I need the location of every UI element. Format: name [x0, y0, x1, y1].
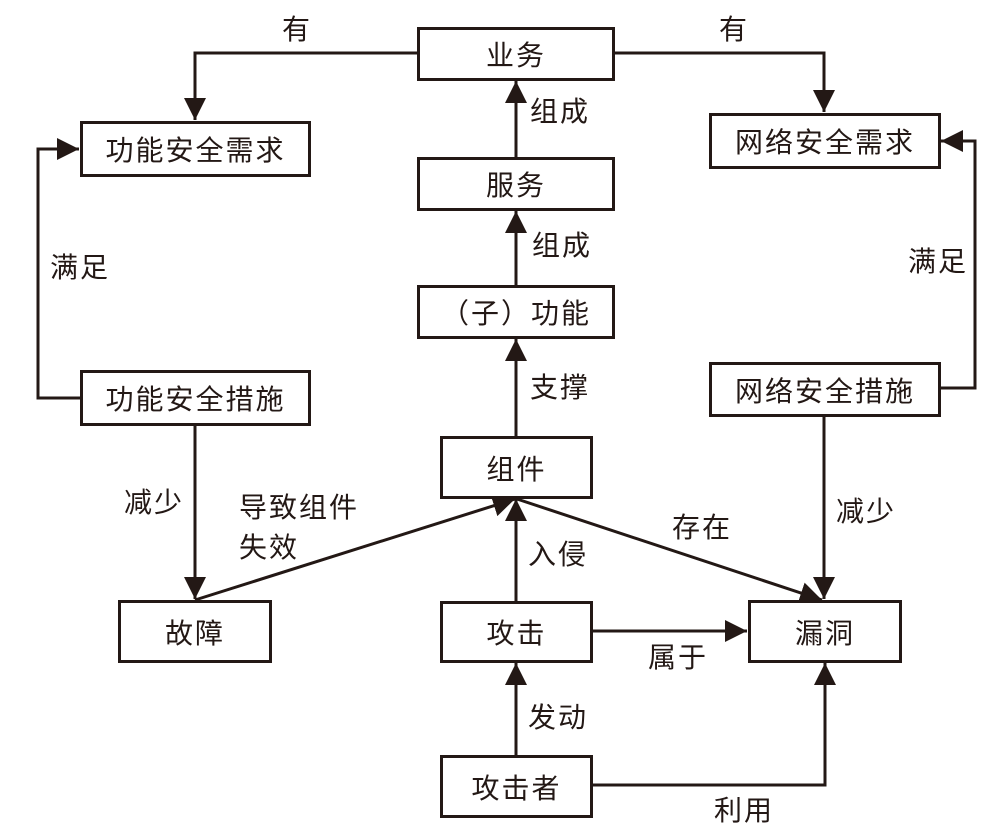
- edge-label-compose-1: 组成: [530, 95, 591, 128]
- edge-label-satisfy-left: 满足: [50, 251, 111, 284]
- node-component: 组件: [440, 436, 593, 499]
- node-service-label: 服务: [485, 169, 546, 202]
- node-fault: 故障: [118, 600, 272, 663]
- node-net-security-measure: 网络安全措施: [709, 362, 941, 417]
- edge-component-to-vuln: [516, 497, 823, 604]
- node-attacker-label: 攻击者: [471, 771, 562, 805]
- edge-label-has-right: 有: [719, 13, 750, 46]
- node-vulnerability-label: 漏洞: [794, 616, 855, 650]
- node-subfunction: （子）功能: [417, 285, 615, 339]
- edge-label-satisfy-right: 满足: [908, 245, 969, 278]
- node-func-safety-req: 功能安全需求: [80, 121, 311, 177]
- node-attack: 攻击: [440, 601, 593, 663]
- node-net-security-req: 网络安全需求: [709, 113, 941, 169]
- edge-label-exploit: 利用: [714, 794, 775, 827]
- node-business-label: 业务: [485, 39, 546, 72]
- edge-net-measure-to-net-req: [940, 130, 977, 390]
- edge-label-belong: 属于: [648, 641, 709, 674]
- node-net-security-req-label: 网络安全需求: [734, 126, 915, 159]
- node-func-safety-req-label: 功能安全需求: [105, 134, 286, 167]
- edge-label-exist: 存在: [672, 511, 733, 544]
- edge-attacker-to-vuln: [592, 663, 836, 787]
- edge-func-measure-to-func-req: [36, 138, 80, 400]
- edge-business-to-net-security-req: [614, 51, 835, 112]
- edge-label-compose-2: 组成: [532, 229, 593, 262]
- edge-label-cause-failure: 导致组件 失效: [239, 491, 360, 564]
- edge-fault-to-component: [194, 495, 516, 602]
- node-vulnerability: 漏洞: [748, 600, 902, 663]
- node-func-safety-measure: 功能安全措施: [80, 370, 311, 426]
- node-attack-label: 攻击: [486, 617, 547, 650]
- edge-label-launch: 发动: [528, 701, 589, 734]
- node-func-safety-measure-label: 功能安全措施: [105, 383, 286, 416]
- node-service: 服务: [417, 157, 615, 211]
- node-net-security-measure-label: 网络安全措施: [734, 374, 915, 408]
- edge-label-support: 支撑: [530, 371, 591, 404]
- edge-label-reduce-left: 减少: [124, 486, 185, 519]
- edge-label-has-left: 有: [282, 13, 313, 46]
- edge-business-to-func-safety-req: [184, 51, 417, 120]
- edge-label-reduce-right: 减少: [836, 495, 897, 528]
- node-attacker: 攻击者: [440, 755, 593, 818]
- edge-label-intrude: 入侵: [528, 538, 589, 571]
- node-business: 业务: [417, 27, 615, 81]
- node-subfunction-label: （子）功能: [440, 297, 591, 330]
- node-fault-label: 故障: [164, 616, 225, 650]
- node-component-label: 组件: [486, 452, 547, 486]
